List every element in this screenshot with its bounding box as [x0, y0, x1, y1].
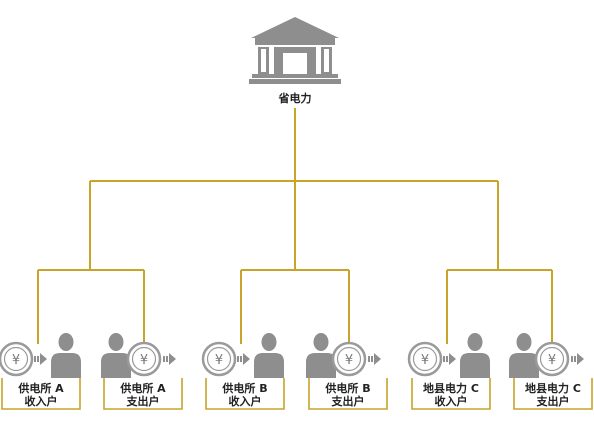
- account-label-frame: [308, 378, 388, 410]
- account-type-label: 收入户: [25, 394, 58, 408]
- account-entity-label: 供电所 A: [119, 381, 166, 395]
- account-type-label: 支出户: [331, 394, 365, 408]
- yen-coin-icon: ¥: [407, 341, 443, 377]
- person-icon: [254, 333, 284, 378]
- svg-text:¥: ¥: [140, 353, 148, 368]
- arrow-right-icon: [571, 353, 584, 365]
- arrow-right-icon: [34, 353, 47, 365]
- yen-coin-icon: ¥: [0, 341, 34, 377]
- connector-lines: [38, 108, 552, 271]
- yen-coin-icon: ¥: [331, 341, 367, 377]
- account-label-frame: [103, 378, 183, 410]
- svg-text:¥: ¥: [215, 353, 223, 368]
- person-icon: [460, 333, 490, 378]
- account-entity-label: 供电所 A: [17, 381, 64, 395]
- arrow-right-icon: [368, 353, 381, 365]
- yen-coin-icon: ¥: [534, 341, 570, 377]
- account-label-frame: [205, 378, 285, 410]
- person-icon: [509, 333, 539, 378]
- account-entity-label: 供电所 B: [324, 381, 370, 395]
- svg-text:¥: ¥: [345, 353, 353, 368]
- account-label-frame: [1, 378, 81, 410]
- account-label-frame: [411, 378, 491, 410]
- account-type-label: 收入户: [435, 394, 468, 408]
- yen-coin-icon: ¥: [201, 341, 237, 377]
- account-entity-label: 地县电力 C: [423, 381, 479, 395]
- person-icon: [51, 333, 81, 378]
- svg-text:¥: ¥: [548, 353, 556, 368]
- bank-building-icon: [249, 17, 341, 84]
- svg-text:¥: ¥: [421, 353, 429, 368]
- svg-text:¥: ¥: [12, 353, 20, 368]
- account-entity-label: 供电所 B: [221, 381, 267, 395]
- person-icon: [101, 333, 131, 378]
- arrow-right-icon: [443, 353, 456, 365]
- root-label: 省电力: [278, 91, 312, 105]
- account-type-label: 收入户: [229, 394, 262, 408]
- account-entity-label: 地县电力 C: [525, 381, 581, 395]
- account-label-frame: [513, 378, 593, 410]
- arrow-right-icon: [237, 353, 250, 365]
- account-type-label: 支出户: [126, 394, 160, 408]
- arrow-right-icon: [163, 353, 176, 365]
- person-icon: [306, 333, 336, 378]
- yen-coin-icon: ¥: [126, 341, 162, 377]
- account-type-label: 支出户: [536, 394, 570, 408]
